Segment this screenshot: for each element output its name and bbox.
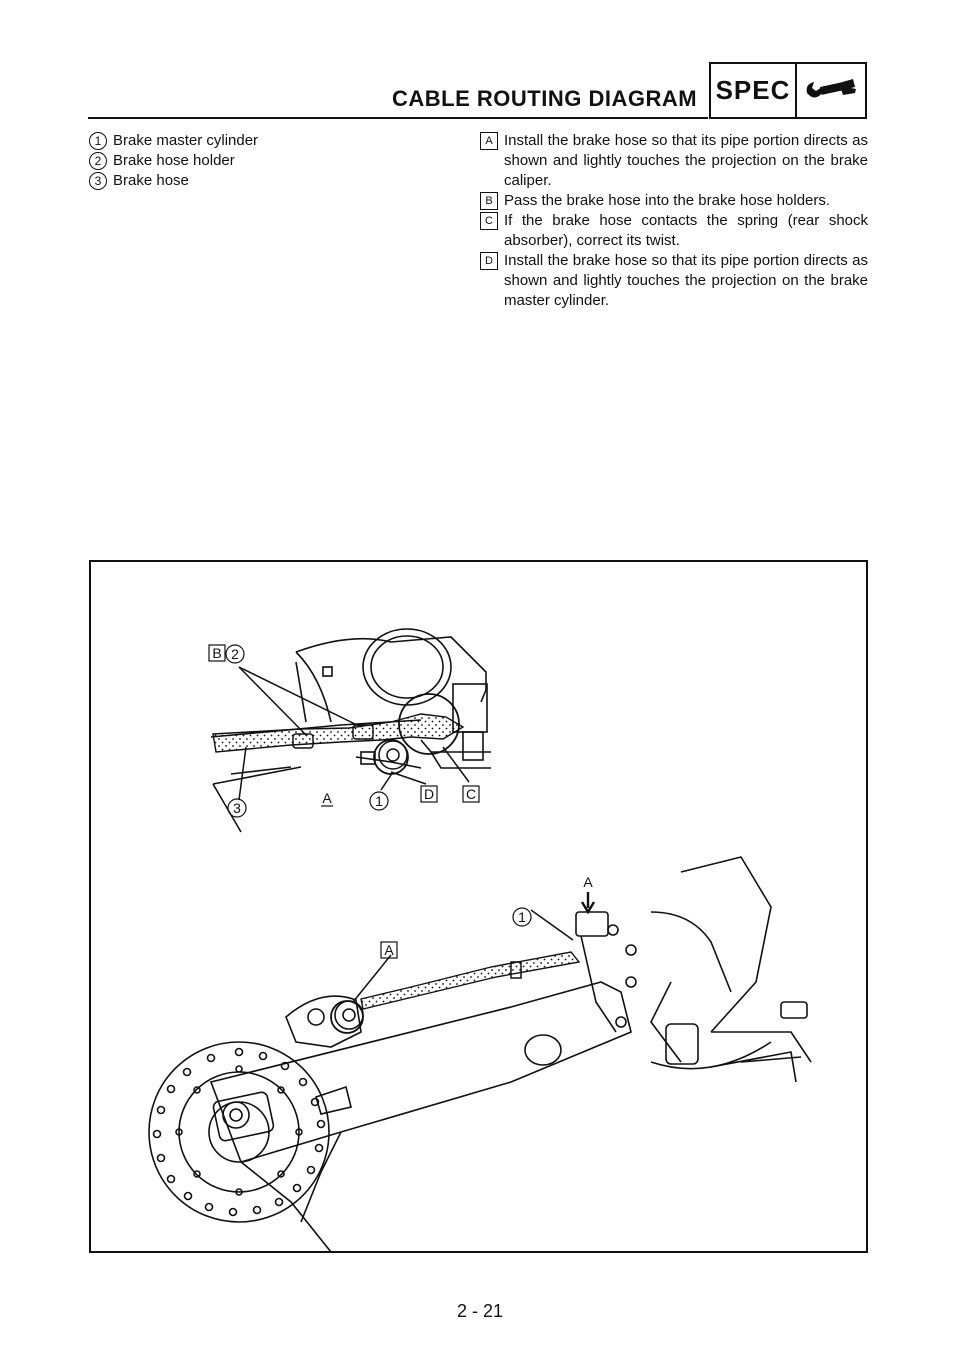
view-a-label: A xyxy=(322,790,332,806)
wrench-icon xyxy=(797,64,865,117)
callout-b: B xyxy=(212,645,221,661)
legend-item: 1 Brake master cylinder xyxy=(89,131,449,151)
letter-marker: B xyxy=(480,192,498,210)
brake-hose-top xyxy=(212,713,465,753)
brake-routing-diagram: B 2 3 A 1 D C xyxy=(148,628,812,1253)
view-arrow-icon xyxy=(580,892,596,915)
instruction-legend: A Install the brake hose so that its pip… xyxy=(480,131,868,311)
callout-a-bottom: A xyxy=(384,942,394,958)
diagram-frame: B 2 3 A 1 D C xyxy=(89,560,868,1253)
callout-1: 1 xyxy=(375,793,383,809)
callout-2: 2 xyxy=(231,646,239,662)
instruction-text: Pass the brake hose into the brake hose … xyxy=(504,192,831,209)
legend-text: Brake master cylinder xyxy=(113,132,259,149)
top-callouts: B 2 3 A 1 D C xyxy=(208,644,480,818)
instruction-item: D Install the brake hose so that its pip… xyxy=(480,251,868,311)
legend-text: Brake hose holder xyxy=(113,152,235,169)
instruction-item: B Pass the brake hose into the brake hos… xyxy=(480,191,868,211)
number-marker: 1 xyxy=(89,132,107,150)
page-number: 2 - 21 xyxy=(456,1301,504,1321)
callout-3: 3 xyxy=(233,800,241,816)
view-arrow-label: A xyxy=(583,874,593,890)
spec-badge: SPEC xyxy=(709,62,867,119)
letter-marker: C xyxy=(480,212,498,230)
brake-disc xyxy=(148,1041,330,1223)
letter-marker: A xyxy=(480,132,498,150)
instruction-text: If the brake hose contacts the spring (r… xyxy=(504,212,868,249)
instruction-text: Install the brake hose so that its pipe … xyxy=(504,132,868,189)
instruction-item: A Install the brake hose so that its pip… xyxy=(480,131,868,191)
number-marker: 2 xyxy=(89,152,107,170)
letter-marker: D xyxy=(480,252,498,270)
swingarm xyxy=(209,856,812,1253)
instruction-item: C If the brake hose contacts the spring … xyxy=(480,211,868,251)
callout-1-bottom: 1 xyxy=(518,909,526,925)
legend-item: 3 Brake hose xyxy=(89,171,449,191)
part-legend: 1 Brake master cylinder 2 Brake hose hol… xyxy=(89,131,449,191)
legend-text: Brake hose xyxy=(113,172,189,189)
brake-hose-bottom xyxy=(360,951,581,1010)
number-marker: 3 xyxy=(89,172,107,190)
header-rule xyxy=(88,117,708,119)
instruction-text: Install the brake hose so that its pipe … xyxy=(504,252,868,309)
page-title: CABLE ROUTING DIAGRAM xyxy=(392,86,698,111)
top-detail-view xyxy=(210,628,491,833)
legend-item: 2 Brake hose holder xyxy=(89,151,449,171)
callout-c: C xyxy=(466,786,476,802)
callout-d: D xyxy=(424,786,434,802)
bottom-callouts: A 1 A xyxy=(380,874,596,959)
spec-label: SPEC xyxy=(711,64,797,117)
